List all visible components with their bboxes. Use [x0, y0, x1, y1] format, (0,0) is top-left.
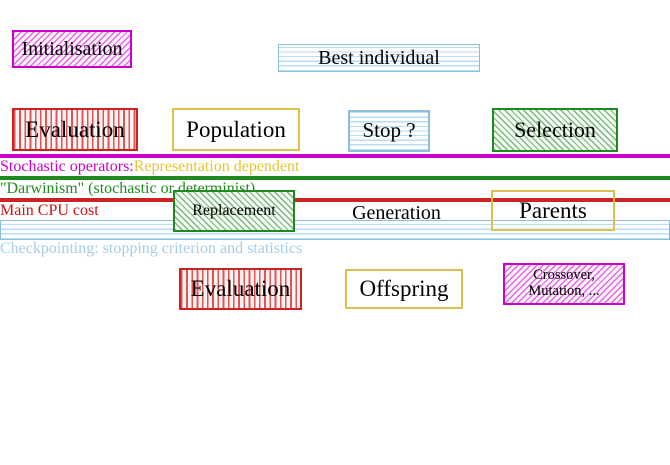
node-stop: Stop ? — [348, 110, 430, 152]
node-evaluation-top: Evaluation — [12, 108, 138, 151]
node-initialisation: Initialisation — [12, 30, 132, 68]
node-population: Population — [172, 108, 300, 151]
legend-stochastic-secondary: Representation dependent — [133, 158, 300, 175]
crossover-line2: Mutation, ... — [528, 283, 600, 299]
node-offspring: Offspring — [345, 269, 463, 309]
node-evaluation-bottom: Evaluation — [179, 268, 302, 310]
node-parents: Parents — [491, 190, 615, 231]
legend-label-stochastic: Stochastic operators:Representation depe… — [0, 158, 670, 176]
legend-swatch-stochastic — [0, 154, 670, 158]
legend-label-cpu: Main CPU cost — [0, 202, 99, 219]
legend-swatch-darwinism — [0, 176, 670, 180]
node-selection: Selection — [492, 108, 618, 152]
legend-stochastic-primary: Stochastic operators: — [0, 158, 134, 175]
node-crossover-mutation: Crossover, Mutation, ... — [503, 263, 625, 305]
node-replacement: Replacement — [173, 190, 295, 232]
arrow-parents-to-crossover — [0, 82, 670, 103]
legend: Stochastic operators:Representation depe… — [0, 154, 670, 258]
arrow-initialisation-to-evaluation — [0, 0, 670, 29]
node-best-individual: Best individual — [278, 44, 480, 72]
legend-swatch-cpu — [0, 198, 670, 202]
legend-label-checkpointing: Checkpointing: stopping criterion and st… — [0, 240, 303, 257]
node-generation: Generation — [352, 202, 441, 224]
crossover-line1: Crossover, — [533, 267, 595, 284]
